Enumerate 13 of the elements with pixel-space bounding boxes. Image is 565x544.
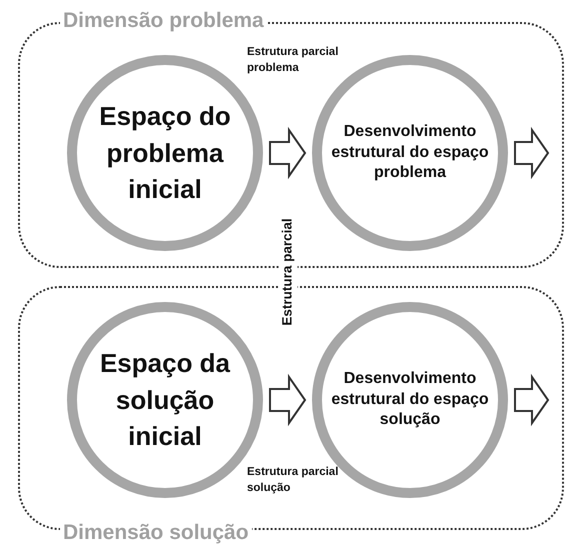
circle-label: Espaço do problema inicial (98, 100, 232, 206)
circle-label: Desenvolvimento estrutural do espaço solução (330, 368, 490, 430)
block-arrow (269, 126, 306, 180)
block-arrow (269, 374, 306, 426)
annotation-text: Estrutura parcial (278, 216, 298, 328)
block-arrow (514, 374, 550, 426)
annotation-text: Estrutura parcial solução (247, 465, 340, 496)
block-arrow (514, 126, 550, 180)
region-title: Dimensão solução (60, 520, 252, 544)
region-title: Dimensão problema (60, 9, 267, 32)
circle-label: Espaço da solução inicial (98, 347, 232, 454)
circle-label: Desenvolvimento estrutural do espaço problema (330, 122, 490, 184)
annotation-text: Estrutura parcial problema (247, 45, 340, 76)
